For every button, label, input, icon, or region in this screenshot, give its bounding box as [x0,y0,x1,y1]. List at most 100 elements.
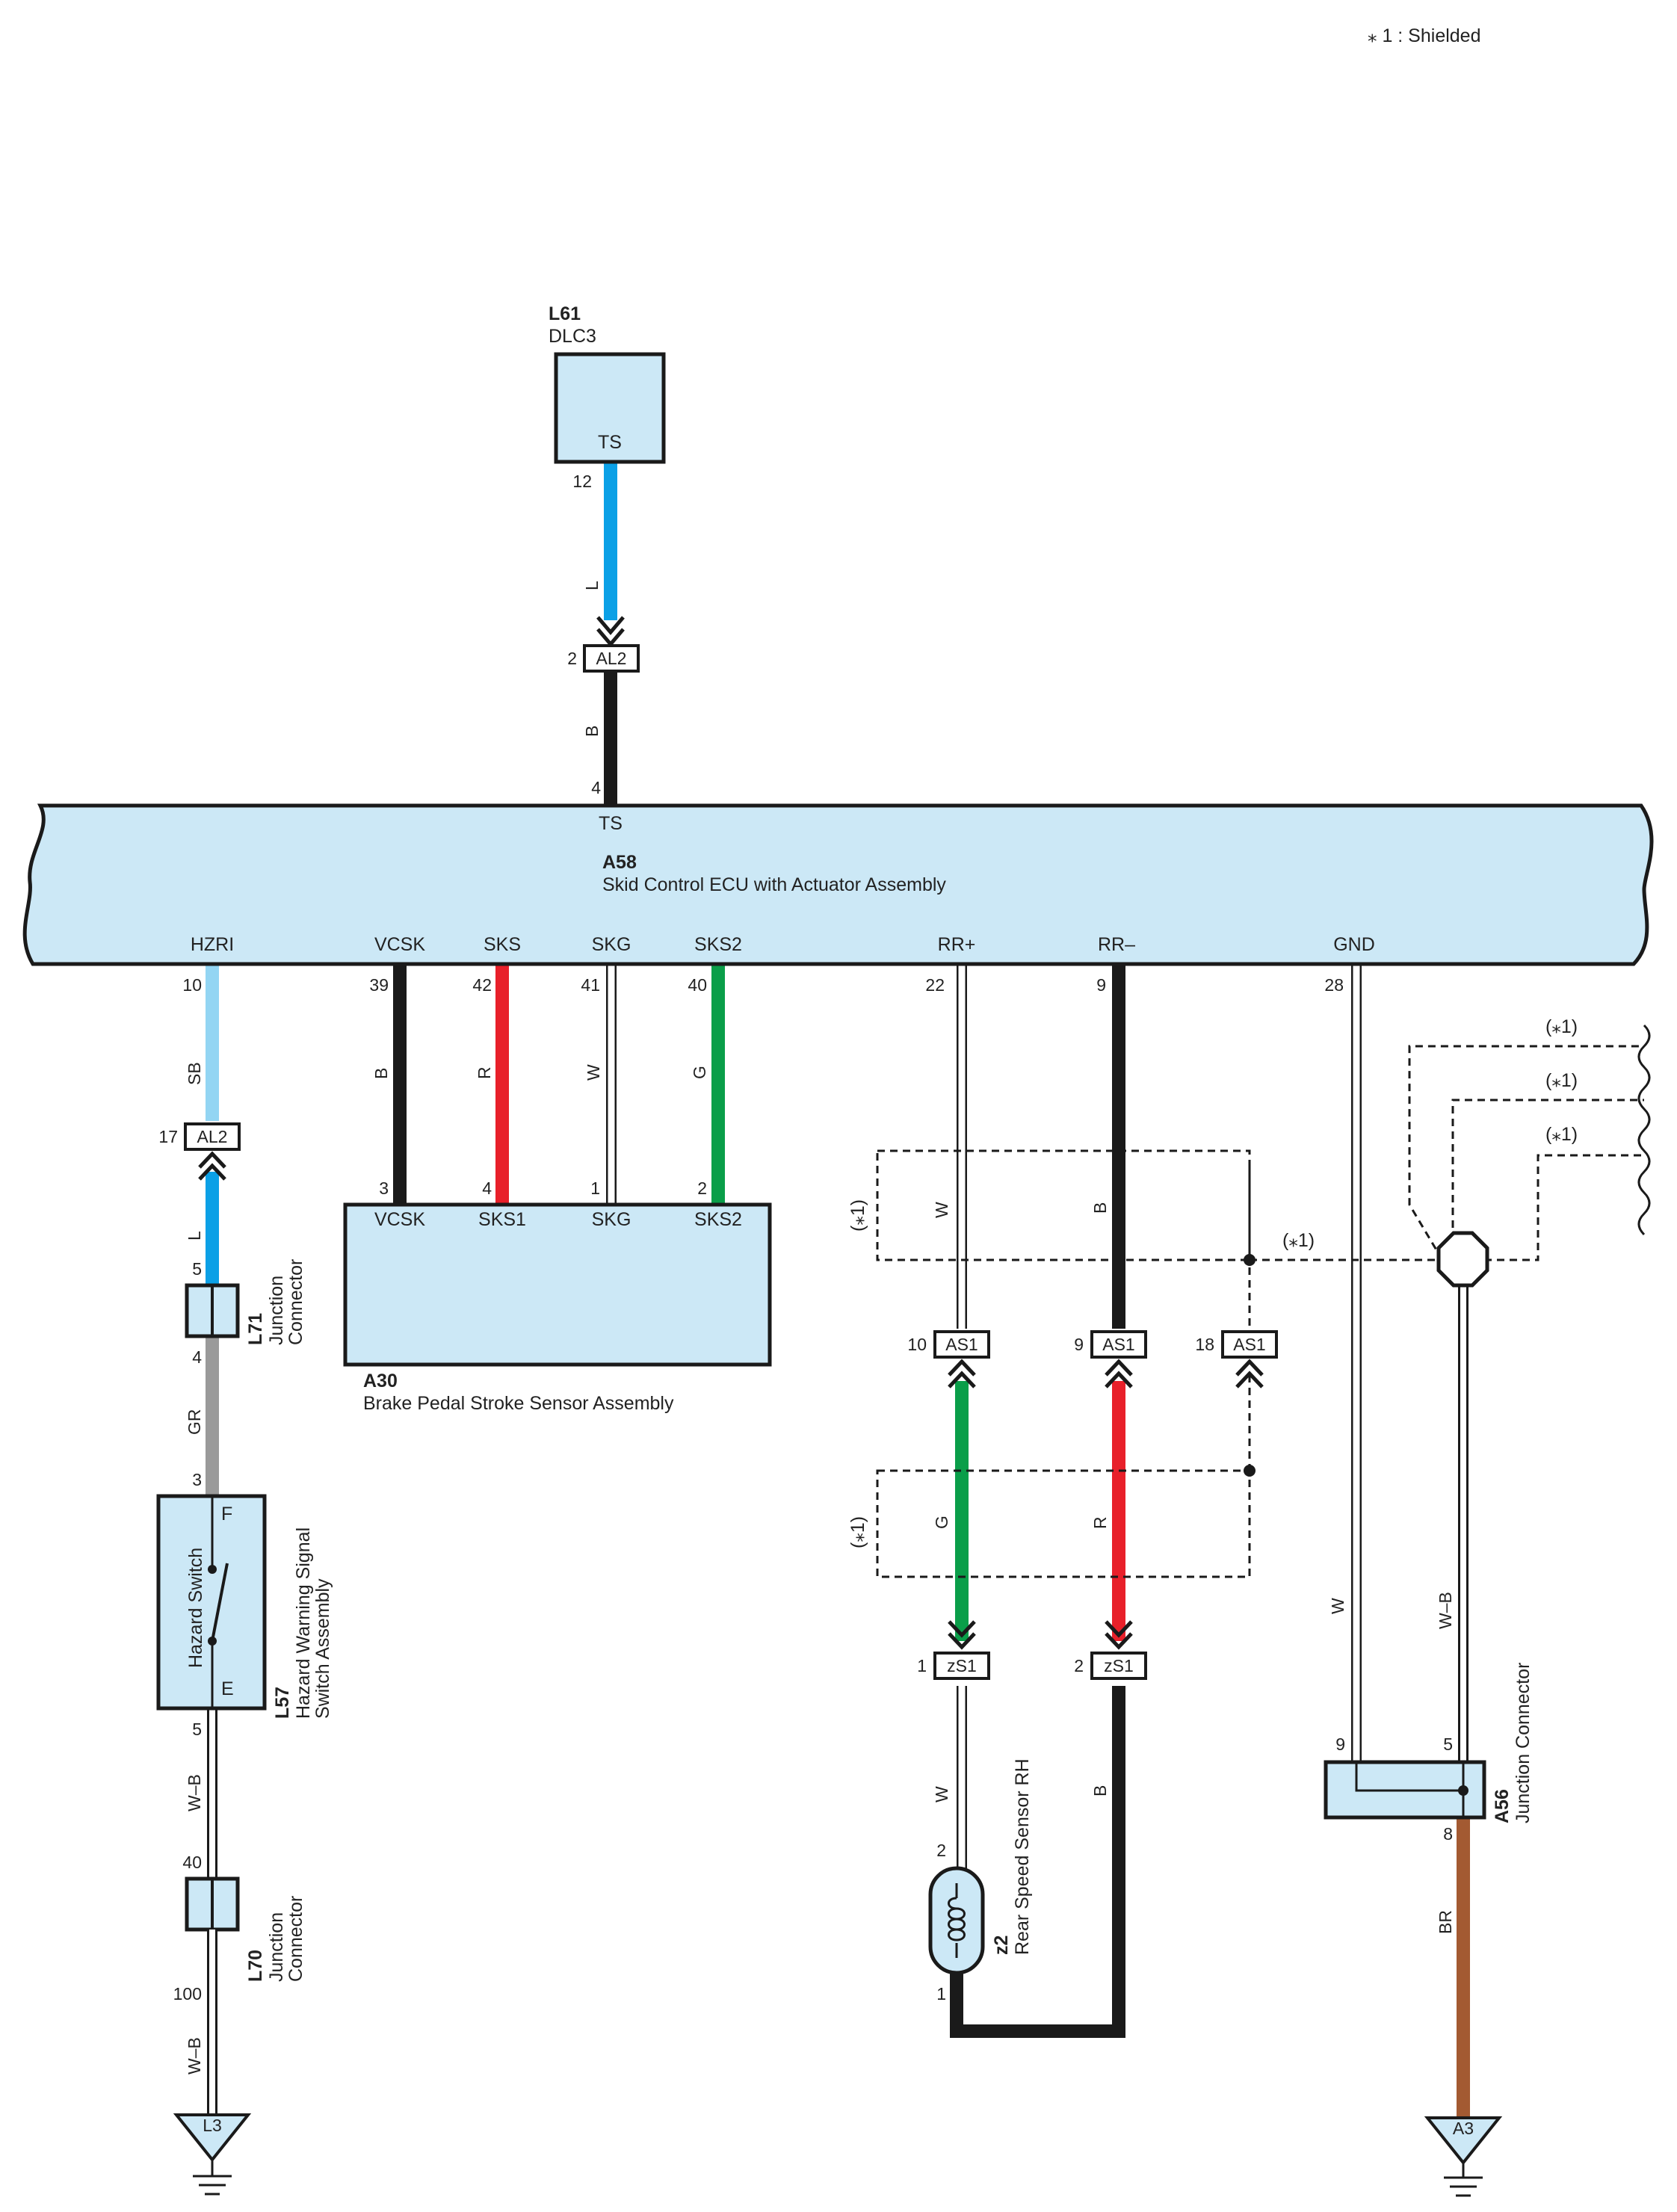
as1-c-chevron [1235,1359,1264,1388]
a30-sensor-box [343,1202,772,1367]
pin-ecu-ts: 4 [591,778,601,797]
wc-wb1: W–B [185,1774,204,1811]
a58-pin-skg: SKG [592,934,631,955]
al2-top-connector [583,644,640,673]
a58-ecu-box [22,803,1654,966]
zs1-b-name: zS1 [1104,1656,1134,1675]
l61-dlc3-box [554,352,666,464]
wc-br: BR [1436,1910,1455,1934]
shield-mark-4: (⁎1) [1282,1230,1315,1251]
wc-gr: GR [185,1409,204,1436]
a58-code: A58 [602,852,637,873]
zs1-connector-2 [1090,1652,1147,1680]
wc-l-left: L [185,1231,204,1241]
l61-pin-ts: TS [598,432,622,453]
as1-c-pin: 18 [1195,1335,1214,1354]
a58-pin-sks: SKS [484,934,521,955]
al2-top-chevron [596,616,625,647]
z2-code: z2 [991,1936,1012,1955]
shield-box-lower [876,1469,1251,1578]
l71-name-line2: Connector [285,1259,306,1345]
pin-a30-vcsk: 3 [379,1178,389,1198]
l57-code: L57 [272,1687,293,1719]
l70-name-wrap: Junction Connector [266,1896,306,1982]
a58-pin-rrm: RR– [1098,934,1135,955]
a58-name: Skid Control ECU with Actuator Assembly [602,874,946,895]
ground-a3-label: A3 [1453,2119,1474,2138]
wc-b-z2: B [1090,1785,1110,1797]
wc-w-rrp: W [932,1202,951,1218]
shielded-note: ⁎ 1 : Shielded [1368,25,1481,46]
ground-l3-symbol [173,2113,252,2163]
a58-pin-hzri: HZRI [191,934,234,955]
l57-name-line2: Switch Assembly [312,1578,333,1719]
al2-top-name: AL2 [596,649,627,668]
pin-rrm: 9 [1096,975,1106,995]
pin-a56-9: 9 [1335,1734,1345,1754]
pin-l71-in: 5 [192,1259,202,1279]
z2-coil-icon [948,1897,966,1941]
z2-speed-sensor-box [928,1866,985,1975]
a30-code: A30 [363,1371,398,1391]
pin-l70-in: 40 [182,1853,202,1872]
shield-mark-6: (⁎1) [847,1516,868,1548]
as1-c-name: AS1 [1233,1335,1265,1354]
l61-name: DLC3 [549,326,596,347]
al2-left-connector [184,1122,241,1151]
wc-r-low: R [1090,1516,1110,1529]
al2-left-name: AL2 [197,1127,228,1146]
zs1-b-pin: 2 [1074,1656,1084,1675]
l57-pin-e-label: E [221,1678,234,1699]
pin-l57-e: 5 [192,1720,202,1739]
pin-a30-sks1: 4 [482,1178,492,1198]
l71-name-line1: Junction [266,1276,287,1345]
shield-mark-2: (⁎1) [1545,1070,1578,1091]
wc-wb-gnd: W–B [1436,1592,1455,1629]
wc-r-sks: R [475,1066,494,1079]
pin-hzri: 10 [182,975,202,995]
l71-code: L71 [245,1313,266,1345]
a58-pin-ts: TS [599,813,623,834]
a58-pin-sks2: SKS2 [694,934,742,955]
pin-a56-5: 5 [1443,1734,1453,1754]
as1-a-name: AS1 [945,1335,978,1354]
shield-mark-1: (⁎1) [1545,1016,1578,1037]
l57-name-wrap: Hazard Warning Signal Switch Assembly [293,1527,333,1719]
hazard-switch-contact [211,1563,229,1642]
pin-sks: 42 [472,975,492,995]
l57-switch-label: Hazard Switch [185,1548,206,1668]
pin-z2-1: 1 [936,1984,946,2004]
as1-connector-10 [933,1330,990,1359]
wc-w-skg: W [584,1064,603,1081]
pin-sks2: 40 [688,975,707,995]
al2-left-pin: 17 [158,1127,178,1146]
wc-sb: SB [185,1062,204,1085]
l71-name-wrap: Junction Connector [266,1259,306,1345]
shield-box-upper [876,1149,1251,1261]
pin-a30-skg: 1 [590,1178,600,1198]
l57-name-line1: Hazard Warning Signal [293,1527,314,1719]
wc-b-top: B [582,726,602,737]
zs1-connector-1 [933,1652,990,1680]
wc-wb2: W–B [185,2037,204,2074]
as1-a-pin: 10 [907,1335,927,1354]
a58-pin-vcsk: VCSK [374,934,425,955]
l70-name-line2: Connector [285,1896,306,1982]
a30-pin-skg: SKG [592,1209,631,1230]
wc-w-z2: W [932,1786,951,1802]
a58-pin-gnd: GND [1333,934,1375,955]
wc-b-vcsk: B [371,1068,391,1079]
pin-skg: 41 [581,975,600,995]
a30-pin-sks2: SKS2 [694,1209,742,1230]
shield-splice-octagon [1436,1231,1489,1288]
wc-w-gnd: W [1328,1598,1347,1614]
pin-a56-8: 8 [1443,1824,1453,1844]
zs1-a-name: zS1 [947,1656,977,1675]
l70-name-line1: Junction [266,1912,287,1982]
wc-g-sks2: G [690,1066,709,1079]
as1-b-chevron [1105,1359,1133,1388]
shield-mark-5: (⁎1) [847,1199,868,1232]
a56-code: A56 [1492,1789,1513,1823]
pin-l57-f: 3 [192,1470,202,1489]
